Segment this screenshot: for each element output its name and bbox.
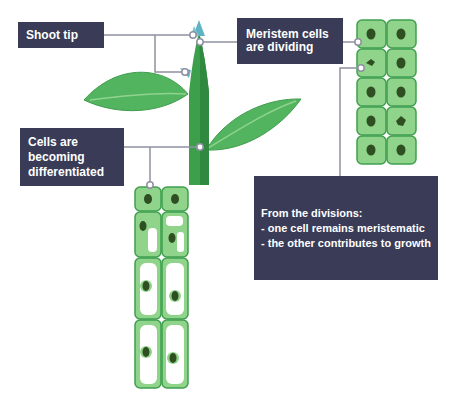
cell: [135, 212, 161, 257]
cell: [162, 320, 188, 388]
leaf-midrib: [208, 101, 296, 148]
callout-box: Meristem cells are dividing: [237, 18, 343, 64]
nucleus: [366, 59, 375, 66]
nucleus: [397, 58, 406, 69]
vacuole: [177, 232, 184, 252]
leader-dot: [182, 69, 188, 75]
callout-text: Meristem cells are dividing: [246, 28, 334, 54]
cell: [162, 187, 188, 211]
callout-text: - the other contributes to growth: [261, 236, 431, 251]
cell: [135, 187, 161, 211]
side-bud: [180, 68, 191, 78]
vacuole: [166, 216, 183, 226]
nucleus: [140, 221, 147, 231]
nucleus: [143, 347, 150, 357]
cytoplasm: [140, 346, 152, 358]
cell: [387, 20, 416, 48]
leader-dot: [355, 39, 361, 45]
leader-dot: [197, 144, 203, 150]
vacuole: [166, 263, 184, 315]
callout-box: Shoot tip: [18, 22, 104, 48]
stem-shade: [199, 32, 209, 185]
leader-line: [155, 35, 185, 72]
nucleus: [367, 116, 376, 127]
leader-line: [149, 147, 151, 185]
cell: [387, 136, 416, 164]
leader-dot: [190, 32, 196, 38]
cell: [357, 49, 386, 77]
right-leaf: [206, 99, 301, 150]
nucleus: [144, 194, 152, 204]
callout-text: Shoot tip: [26, 28, 96, 42]
cell: [135, 258, 161, 319]
stem: [189, 32, 209, 185]
nucleus: [171, 194, 179, 204]
cytoplasm: [167, 352, 179, 364]
callout-text: From the divisions:: [261, 206, 431, 221]
nucleus: [367, 145, 376, 156]
shoot-tip: [190, 26, 199, 38]
differentiated-cells: [135, 187, 188, 388]
cell: [162, 258, 188, 319]
leader-line: [340, 68, 361, 176]
nucleus: [367, 29, 376, 40]
vacuole: [148, 228, 157, 252]
cytoplasm: [140, 280, 152, 292]
leader-dot: [197, 39, 203, 45]
nucleus: [169, 233, 176, 243]
leaf-midrib: [90, 93, 186, 100]
cell: [135, 320, 161, 388]
nucleus: [172, 291, 179, 301]
leader-line: [104, 34, 193, 36]
callout-box: Cells are becoming differentiated: [20, 128, 124, 186]
cell: [162, 212, 188, 257]
nucleus: [143, 281, 150, 291]
nucleus: [397, 145, 406, 156]
callout-text: - one cell remains meristematic: [261, 221, 431, 236]
callout-box: From the divisions:- one cell remains me…: [254, 176, 438, 280]
leader-dot: [358, 65, 364, 71]
cell: [357, 136, 386, 164]
vacuole: [140, 325, 157, 384]
cell: [357, 107, 386, 135]
cell: [387, 49, 416, 77]
meristem-cells: [357, 20, 416, 164]
left-leaf: [84, 72, 188, 110]
leader-line: [200, 41, 237, 43]
callout-text: Cells are becoming differentiated: [28, 135, 116, 180]
leader-dot: [147, 182, 153, 188]
nucleus: [170, 353, 177, 363]
nucleus: [397, 29, 406, 40]
cell: [357, 78, 386, 106]
leader-line: [122, 146, 200, 148]
nucleus: [397, 87, 406, 98]
cell: [387, 107, 416, 135]
vacuole: [166, 325, 184, 384]
cell: [387, 78, 416, 106]
cytoplasm: [169, 290, 181, 302]
nucleus: [367, 87, 376, 98]
vacuole: [140, 263, 157, 315]
nucleus: [396, 116, 406, 126]
